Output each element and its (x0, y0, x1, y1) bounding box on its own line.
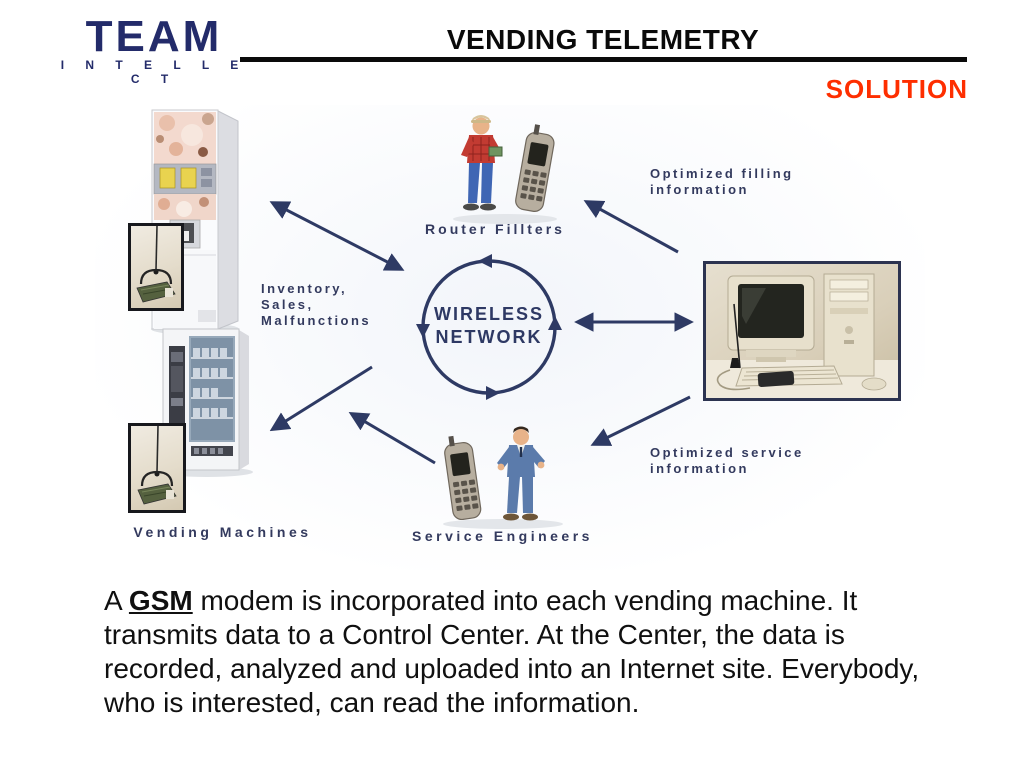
label-optimized-filling: Optimized filling information (650, 166, 794, 198)
arrow-to-router-fillters (583, 200, 679, 254)
arrow-engineer-circle (348, 412, 436, 465)
gsm-modem-photo-bottom (128, 423, 186, 513)
service-line-1: Optimized service (650, 445, 804, 460)
body-paragraph: A GSM modem is incorporated into each ve… (104, 584, 974, 720)
label-service-engineers: Service Engineers (412, 528, 593, 544)
gsm-modem-illustration-bottom (137, 426, 177, 505)
label-vending-machines: Vending Machines (133, 524, 312, 540)
arrow-circle-vending (269, 365, 373, 432)
circle-arrowhead-bottom (486, 386, 500, 400)
circle-arrowhead-right (548, 316, 562, 330)
body-line2: transmits data to a Control Center. At t… (104, 619, 845, 650)
team-intellect-logo: TEAM I N T E L L E C T (54, 12, 254, 87)
circle-arrowhead-top (478, 254, 492, 268)
computer-illustration (706, 273, 898, 398)
label-inventory-sales-malfunctions: Inventory, Sales, Malfunctions (261, 281, 371, 329)
label-optimized-service: Optimized service information (650, 445, 804, 477)
page-title: VENDING TELEMETRY (446, 24, 760, 55)
body-line4: who is interested, can read the informat… (104, 687, 640, 718)
body-line1-prefix: A (104, 585, 129, 616)
inventory-line-1: Inventory, (261, 281, 348, 296)
logo-intellect-text: I N T E L L E C T (60, 58, 248, 86)
arrow-computer-engineer (590, 395, 691, 446)
inventory-line-2: Sales, (261, 297, 314, 312)
network-arrows-graphic (269, 200, 694, 465)
logo-team-text: TEAM (85, 12, 223, 61)
subtitle-solution: SOLUTION (825, 74, 968, 104)
router-filler-person-image (453, 115, 557, 224)
wireless-network-label: WIRELESS NETWORK (409, 303, 569, 349)
mobile-phone-icon (515, 124, 555, 212)
arrow-machine-circle (269, 201, 405, 271)
wireless-line1: WIRELESS (433, 304, 544, 324)
body-line1-rest: modem is incorporated into each vending … (192, 585, 858, 616)
body-line3: recorded, analyzed and uploaded into an … (104, 653, 920, 684)
service-line-2: information (650, 461, 749, 476)
gsm-modem-photo-top (128, 223, 184, 311)
inventory-line-3: Malfunctions (261, 313, 372, 328)
service-engineer-person-image (443, 426, 563, 529)
control-center-computer-photo (703, 261, 901, 401)
gsm-term: GSM (128, 585, 193, 616)
gsm-modem-illustration-top (136, 226, 176, 303)
vending-telemetry-diagram: WIRELESS NETWORK (95, 105, 925, 570)
wireless-line2: NETWORK (435, 327, 543, 347)
snack-vending-machine-image (161, 328, 253, 477)
title-underline (240, 57, 967, 62)
filling-line-1: Optimized filling (650, 166, 794, 181)
filling-line-2: information (650, 182, 749, 197)
mobile-phone-icon (444, 435, 482, 521)
label-router-fillters: Router Fillters (425, 221, 565, 237)
circle-arrowhead-left (416, 324, 430, 338)
